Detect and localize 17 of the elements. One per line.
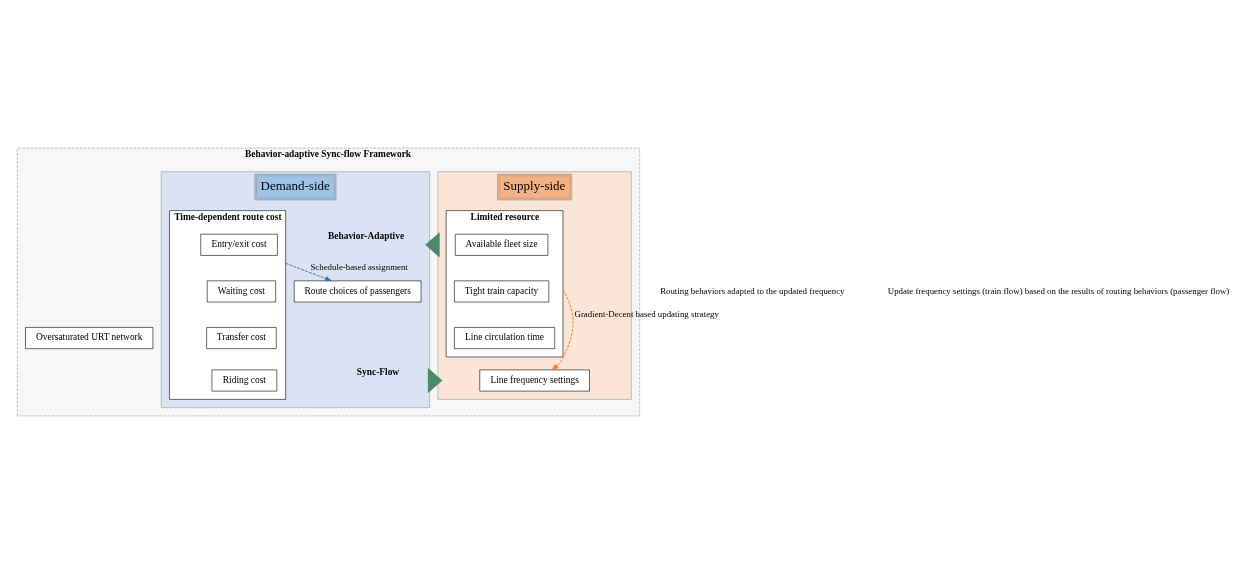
node-box: Entry/exit cost [200,233,278,256]
node-box: Riding cost [211,369,278,391]
edge-label: Behavior-Adaptive [328,230,405,241]
label: Update frequency settings (train flow) based on the results of routing behaviors (passenger flow) [887,285,1230,295]
node-box: Waiting cost [206,280,276,302]
edge-label: Schedule-based assignment [310,261,408,272]
node-box: Oversaturated URT network [25,326,154,349]
arrow [551,288,574,370]
edge-label: Sync-Flow [356,366,400,377]
node-box: Line circulation time [454,326,555,349]
node-box: Line frequency settings [479,369,590,391]
node-box: Available fleet size [455,233,549,256]
node-box: Tight train capacity [454,280,550,302]
node-box: Transfer cost [206,326,277,349]
arrow [285,262,332,281]
node-box: Route choices of passengers [293,280,422,302]
label: Routing behaviors adapted to the updated frequency [660,285,845,295]
